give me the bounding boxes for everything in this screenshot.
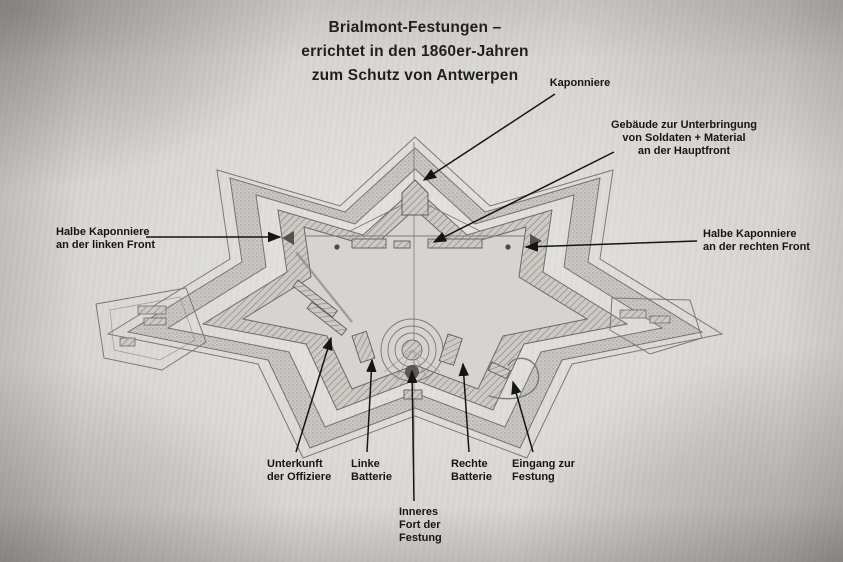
label-line: Fort der [399, 519, 441, 531]
arrow-eingang [511, 380, 534, 453]
glacis-outline [106, 136, 724, 459]
label-halbe-kaponniere-links: Halbe Kaponniere an der linken Front [56, 226, 155, 252]
label-line: Halbe Kaponniere [703, 228, 797, 240]
label-line: Unterkunft [267, 458, 323, 470]
arrow-linke-batterie [366, 358, 377, 453]
main-front-buildings [305, 235, 525, 250]
title-line: Brialmont-Festungen – [328, 19, 502, 36]
label-line: Halbe Kaponniere [56, 226, 150, 238]
left-half-kaponniere [282, 231, 294, 245]
label-line: der Offiziere [267, 471, 332, 483]
label-line: Rechte [451, 458, 488, 470]
right-battery [438, 333, 463, 366]
label-line: Inneres [399, 506, 439, 518]
label-line: Batterie [351, 471, 392, 483]
arrow-unterkunft [295, 336, 333, 453]
arrow-rechte-batterie [458, 362, 470, 453]
kaponniere-redoubt [349, 179, 481, 232]
label-line: Batterie [451, 471, 492, 483]
right-outwork [609, 297, 703, 355]
label-unterkunft: Unterkunft der Offiziere [267, 458, 331, 484]
page-title: Brialmont-Festungen – errichtet in den 1… [230, 16, 600, 88]
label-line: Kaponniere [549, 77, 611, 89]
label-linke-batterie: Linke Batterie [351, 458, 392, 484]
entrance-works [487, 357, 540, 400]
left-outwork [95, 287, 207, 371]
officers-quarters [292, 251, 353, 337]
label-line: an der rechten Front [703, 241, 810, 253]
label-line: Gebäude zur Unterbringung [610, 119, 758, 131]
label-inneres-fort: Inneres Fort der Festung [399, 506, 442, 545]
label-kaponniere: Kaponniere [540, 77, 620, 90]
label-line: Eingang zur [512, 458, 575, 470]
arrow-inneres-fort [406, 369, 418, 502]
label-line: von Soldaten + Material [622, 132, 746, 144]
arrow-halbe-rechts [524, 240, 698, 252]
label-halbe-kaponniere-rechts: Halbe Kaponniere an der rechten Front [703, 228, 810, 254]
title-line: errichtet in den 1860er-Jahren [301, 43, 529, 60]
label-gebaeude: Gebäude zur Unterbringung von Soldaten +… [605, 119, 763, 158]
label-line: Linke [351, 458, 380, 470]
label-line: Festung [512, 471, 555, 483]
label-line: Festung [399, 532, 442, 544]
arrow-kaponniere [422, 93, 556, 181]
label-rechte-batterie: Rechte Batterie [451, 458, 492, 484]
title-line: zum Schutz von Antwerpen [311, 67, 519, 84]
label-line: an der Hauptfront [637, 145, 731, 157]
label-eingang: Eingang zur Festung [512, 458, 575, 484]
arrow-gebaeude [432, 151, 615, 243]
label-line: an der linken Front [56, 239, 156, 251]
